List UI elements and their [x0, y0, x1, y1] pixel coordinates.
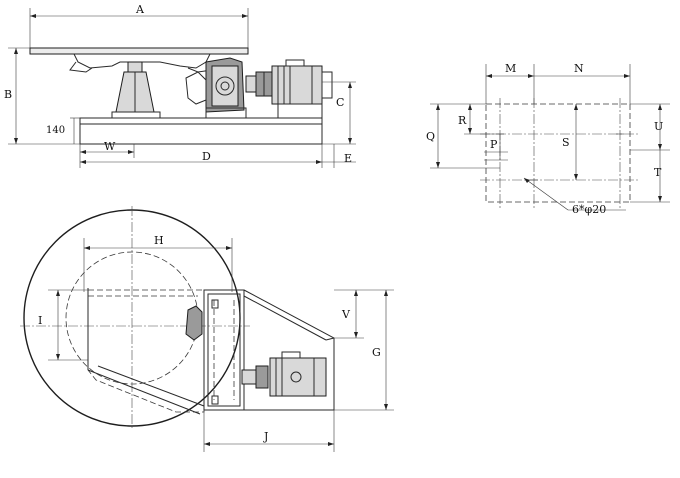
label-140: 140 — [46, 125, 65, 136]
label-bolt-holes: 6*φ20 — [572, 203, 606, 216]
dimension-a — [29, 8, 249, 48]
coupling — [245, 71, 273, 97]
dimension-e — [322, 144, 356, 168]
label-p: P — [490, 138, 498, 151]
feeder-disc — [29, 47, 249, 55]
label-h: H — [154, 234, 164, 247]
base-frame — [79, 117, 323, 145]
plan-top-view: H I — [20, 206, 394, 452]
label-q: Q — [426, 130, 435, 143]
drive-housing-plan — [203, 289, 245, 411]
motor — [271, 59, 333, 119]
label-m: M — [505, 62, 516, 75]
dimension-i — [48, 289, 88, 361]
label-g: G — [372, 346, 381, 359]
label-r: R — [458, 114, 467, 127]
label-i: I — [38, 314, 42, 327]
side-elevation-view: A — [4, 3, 356, 168]
label-v: V — [341, 308, 351, 321]
label-u: U — [654, 120, 663, 133]
dimension-c — [322, 81, 356, 145]
label-a: A — [135, 3, 145, 16]
label-w: W — [104, 140, 116, 153]
label-n: N — [574, 62, 584, 75]
base-bolt-layout-detail: M N Q R P S — [426, 62, 670, 216]
label-c: C — [336, 96, 344, 109]
dimension-w — [79, 144, 135, 168]
label-b: B — [4, 88, 12, 101]
pinion-gear — [185, 305, 203, 341]
label-d: D — [202, 150, 211, 163]
dimension-140 — [70, 117, 80, 144]
dimension-b — [8, 47, 80, 145]
dimension-v — [334, 289, 394, 339]
label-t: T — [654, 166, 662, 179]
label-e: E — [344, 152, 352, 165]
dimension-h — [83, 238, 233, 292]
dimension-j — [203, 410, 335, 452]
dimension-d — [80, 144, 323, 168]
gear-reducer — [185, 57, 247, 119]
label-j: J — [263, 430, 268, 443]
dimension-g — [334, 290, 394, 411]
label-s: S — [562, 136, 570, 149]
motor-plan — [241, 351, 327, 397]
pedestal — [111, 61, 161, 119]
motor-bracket — [243, 289, 335, 411]
